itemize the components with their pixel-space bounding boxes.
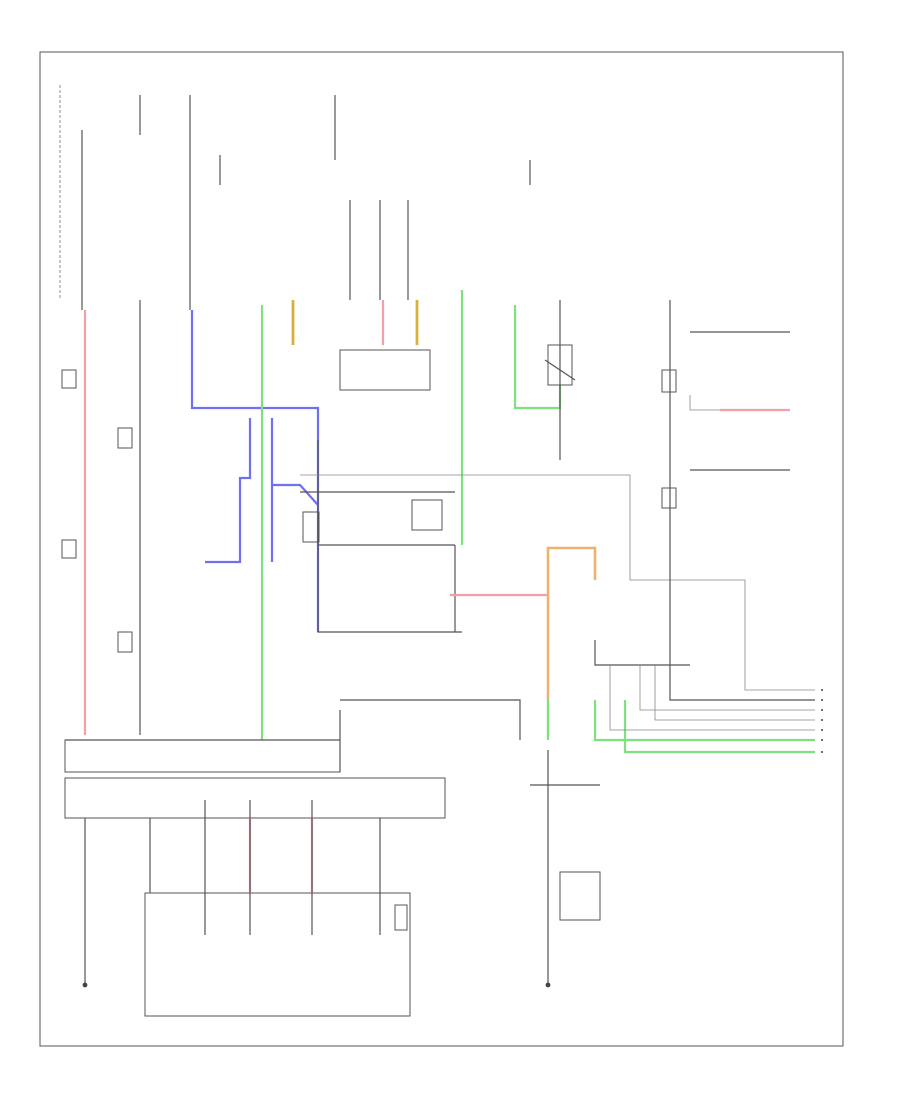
top-fuse-feeds: [139, 95, 531, 310]
central-control-wiring: [300, 440, 815, 691]
relay-switch: [544, 300, 576, 460]
right-edge-terminals: [821, 689, 823, 753]
blue-signal-wire: [190, 310, 320, 632]
green-ground-wires: [260, 290, 815, 754]
ground-point-right: [545, 982, 551, 988]
top-connector-wires: [291, 200, 419, 345]
left-control-wire: [117, 300, 141, 735]
right-bottom-connector: [530, 750, 601, 985]
diagram-frame: [39, 51, 844, 1047]
lower-bus: [64, 699, 521, 819]
page-id-label: [30, 1044, 70, 1052]
bottom-module: [84, 800, 411, 1017]
control-module-box: [339, 349, 431, 391]
ground-point-left: [82, 982, 88, 988]
right-relay-wiring: [594, 300, 815, 731]
pink-power-feed: [61, 130, 87, 735]
pink-orange-circuit: [450, 546, 597, 700]
